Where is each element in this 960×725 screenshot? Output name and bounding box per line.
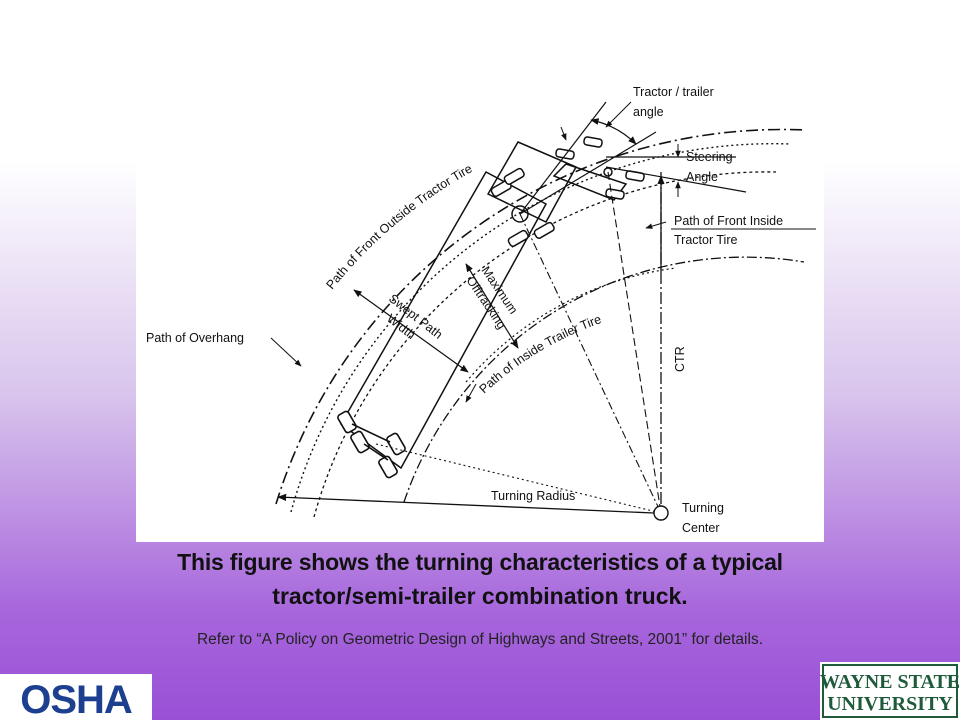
label-turning-center-1: Turning [682, 501, 724, 515]
turning-radius-arrow [277, 493, 655, 514]
label-tractor-trailer-angle-1: Tractor / trailer [633, 85, 714, 99]
wsu-logo-line-1: WAYNE STATE [820, 671, 960, 693]
tractor-trailer-angle-leader [605, 101, 632, 128]
wsu-logo-line-2: UNIVERSITY [827, 693, 953, 715]
label-front-inside-1: Path of Front Inside [674, 214, 783, 228]
swept-path-arrow [353, 289, 469, 373]
label-steering-1: Steering [686, 150, 733, 164]
label-turning-radius: Turning Radius [491, 489, 575, 503]
front-inside-leader [645, 221, 667, 229]
trailer-body [340, 170, 548, 470]
label-overhang: Path of Overhang [146, 331, 244, 345]
tractor-unit [486, 136, 645, 247]
steering-ref-line-2 [605, 166, 747, 193]
label-front-inside-2: Tractor Tire [674, 233, 737, 247]
label-tractor-trailer-angle-2: angle [633, 105, 664, 119]
overhang-path-curve [275, 128, 807, 505]
trailer-axis-extension [519, 101, 607, 215]
turning-diagram-svg: Tractor / trailer angle Steering Angle P… [146, 85, 816, 535]
label-steering-2: Angle [686, 170, 718, 184]
inside-tractor-path-curve [465, 267, 677, 383]
offtracking-arrow [465, 263, 519, 349]
osha-logo-text: OSHA [20, 678, 132, 720]
front-outside-leader [560, 126, 567, 141]
label-turning-center-2: Center [682, 521, 720, 535]
overhang-leader [270, 337, 302, 367]
label-front-outside: Path of Front Outside Tractor Tire [323, 161, 474, 291]
label-ctr: CTR [673, 346, 687, 372]
turning-diagram: Tractor / trailer angle Steering Angle P… [136, 72, 824, 542]
inside-trailer-path-curve [403, 256, 805, 503]
caption-line-1: This figure shows the turning characteri… [177, 549, 783, 575]
caption-line-2: tractor/semi-trailer combination truck. [272, 583, 688, 609]
radial-line-rear [375, 443, 662, 514]
radial-line-front [607, 171, 662, 514]
tractor-trailer-angle-arc [590, 118, 637, 145]
trailer-rear-axles [337, 410, 406, 479]
radial-line-kingpin [519, 213, 662, 514]
osha-logo: OSHA [0, 674, 152, 722]
tractor-axis-extension [519, 131, 657, 215]
front-outside-path-curve [290, 142, 792, 513]
inside-trailer-leader [465, 383, 477, 403]
turning-center-point [653, 505, 669, 521]
reference-note: Refer to “A Policy on Geometric Design o… [196, 631, 763, 648]
wayne-state-logo: WAYNE STATE UNIVERSITY [820, 662, 960, 720]
